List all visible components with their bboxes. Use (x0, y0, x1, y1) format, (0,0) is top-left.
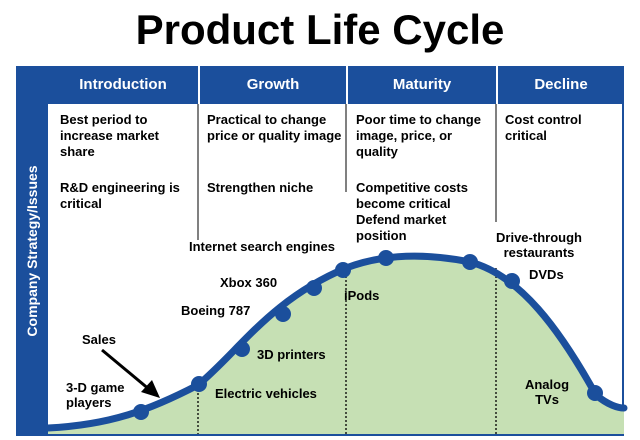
point-xbox-360 (306, 280, 322, 296)
label-drive-through-restaurants: Drive-through restaurants (496, 230, 582, 260)
label-analog-tvs: Analog TVs (524, 377, 570, 407)
diagram-frame (48, 104, 624, 436)
curve-area-fill (48, 256, 624, 434)
sales-curve-line (44, 252, 628, 432)
note-maturity-1: Poor time to change image, price, or qua… (356, 112, 481, 159)
note-maturity-2: Competitive costs become critical (356, 180, 468, 211)
label-3d-printers: 3D printers (257, 347, 326, 362)
point-boeing-787 (275, 306, 291, 322)
label-boeing-787: Boeing 787 (181, 303, 251, 318)
note-growth-2: Strengthen niche (207, 180, 314, 195)
note-decline-1: Cost control critical (505, 112, 582, 143)
point-internet-search (335, 262, 351, 278)
label-3d-game-players: 3-D game players (66, 380, 125, 410)
point-drive-through (462, 254, 478, 270)
label-ipods: iPods (344, 288, 380, 303)
point-electric-vehicles (191, 376, 207, 392)
point-ipods (378, 250, 394, 266)
note-maturity-3: Defend market position (356, 212, 447, 243)
phase-header: Introduction Growth Maturity Decline (48, 66, 624, 104)
phase-introduction: Introduction (79, 76, 167, 93)
note-growth-1: Practical to change price or quality ima… (207, 112, 342, 143)
phase-growth: Growth (198, 66, 346, 104)
point-dvds (504, 273, 520, 289)
sales-arrow-line (101, 348, 151, 392)
label-dvds: DVDs (529, 267, 564, 282)
point-3d-game-players (133, 404, 149, 420)
label-sales: Sales (82, 332, 116, 347)
point-analog-tvs (587, 385, 603, 401)
page-title: Product Life Cycle (135, 6, 505, 53)
label-internet-search-engines: Internet search engines (189, 239, 335, 254)
label-xbox-360: Xbox 360 (220, 275, 278, 290)
note-introduction-1: Best period to increase market share (60, 112, 160, 159)
sidebar-strategy: Company Strategy/Issues (16, 66, 48, 436)
point-3d-printers (234, 341, 250, 357)
phase-maturity: Maturity (346, 66, 496, 104)
sales-arrow-head (141, 380, 160, 398)
note-introduction-2: R&D engineering is critical (60, 180, 180, 211)
label-electric-vehicles: Electric vehicles (215, 386, 317, 401)
phase-decline: Decline (496, 66, 624, 104)
